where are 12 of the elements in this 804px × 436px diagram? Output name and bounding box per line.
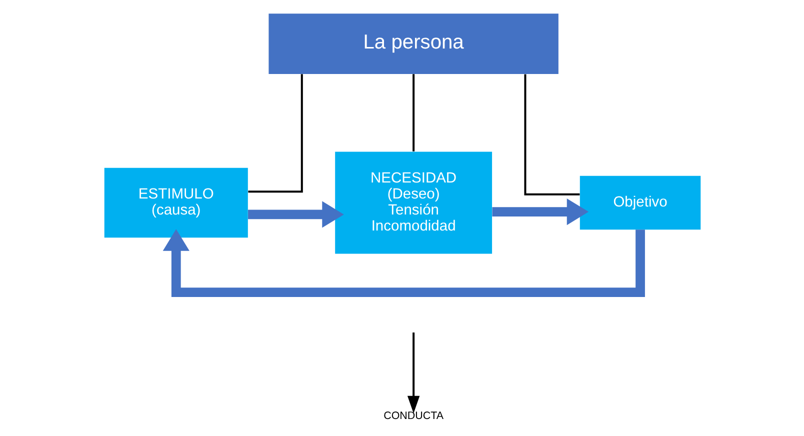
- node-text: CONDUCTA: [383, 410, 444, 422]
- arrow: [406, 332, 420, 414]
- connector: [524, 74, 580, 196]
- arrow: [492, 198, 588, 226]
- node-box: La persona: [268, 14, 558, 74]
- connector: [248, 74, 302, 193]
- node-box: ESTIMULO (causa): [104, 168, 248, 238]
- arrow: [248, 201, 344, 228]
- node-box: Objetivo: [579, 176, 700, 230]
- connector: [412, 74, 414, 152]
- node-box: NECESIDAD (Deseo) Tensión Incomodidad: [334, 152, 492, 254]
- arrow: [162, 229, 644, 297]
